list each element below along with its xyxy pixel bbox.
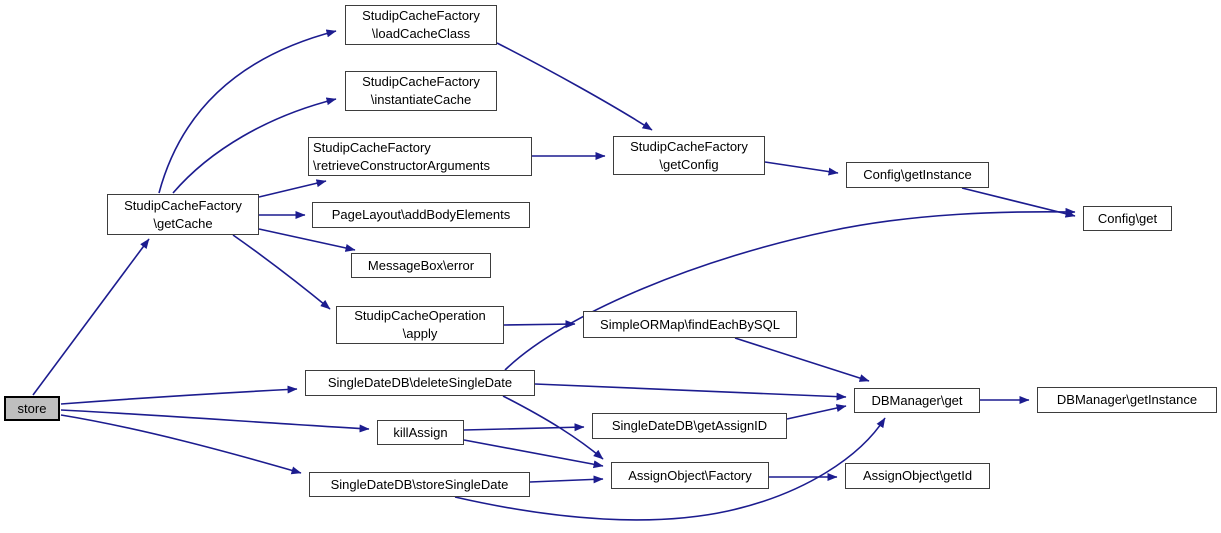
node-retrieve-constructor-arguments[interactable]: StudipCacheFactory \retrieveConstructorA… xyxy=(308,137,532,176)
node-kill-assign[interactable]: killAssign xyxy=(377,420,464,445)
node-delete-single-date[interactable]: SingleDateDB\deleteSingleDate xyxy=(305,370,535,396)
edge-get-cache-to-retrieve-constructor-arguments xyxy=(258,179,327,198)
edge-store-single-date-to-assign-factory xyxy=(529,475,604,484)
edge-load-cache-class-to-get-config xyxy=(496,42,653,131)
node-store: store xyxy=(4,396,60,421)
edge-store-to-store-single-date xyxy=(60,414,302,475)
edge-kill-assign-to-assign-factory xyxy=(463,439,604,469)
node-get-assign-id[interactable]: SingleDateDB\getAssignID xyxy=(592,413,787,439)
edge-get-config-to-config-get-instance xyxy=(764,161,839,176)
node-db-get[interactable]: DBManager\get xyxy=(854,388,980,413)
edge-store-single-date-to-db-get xyxy=(454,417,886,521)
node-add-body-elements[interactable]: PageLayout\addBodyElements xyxy=(312,202,530,228)
edge-delete-single-date-to-config-get xyxy=(504,207,1076,371)
node-assign-factory[interactable]: AssignObject\Factory xyxy=(611,462,769,489)
node-config-get[interactable]: Config\get xyxy=(1083,206,1172,231)
edge-get-cache-to-message-box-error xyxy=(258,228,356,252)
node-find-each-by-sql[interactable]: SimpleORMap\findEachBySQL xyxy=(583,311,797,338)
edge-delete-single-date-to-assign-factory xyxy=(502,395,604,460)
node-apply[interactable]: StudipCacheOperation \apply xyxy=(336,306,504,344)
node-load-cache-class[interactable]: StudipCacheFactory \loadCacheClass xyxy=(345,5,497,45)
node-store-single-date[interactable]: SingleDateDB\storeSingleDate xyxy=(309,472,530,497)
node-message-box-error[interactable]: MessageBox\error xyxy=(351,253,491,278)
edge-apply-to-find-each-by-sql xyxy=(503,320,576,329)
node-get-config[interactable]: StudipCacheFactory \getConfig xyxy=(613,136,765,175)
edge-store-to-delete-single-date xyxy=(60,385,298,405)
edge-find-each-by-sql-to-db-get xyxy=(734,337,870,382)
edge-kill-assign-to-get-assign-id xyxy=(463,423,585,432)
node-config-get-instance[interactable]: Config\getInstance xyxy=(846,162,989,188)
edge-get-cache-to-load-cache-class xyxy=(158,29,337,194)
edge-get-cache-to-instantiate-cache xyxy=(172,97,337,194)
edge-get-cache-to-apply xyxy=(232,234,331,310)
edge-store-to-get-cache xyxy=(32,238,150,396)
node-assign-get-id[interactable]: AssignObject\getId xyxy=(845,463,990,489)
edge-group xyxy=(32,29,1076,521)
node-get-cache[interactable]: StudipCacheFactory \getCache xyxy=(107,194,259,235)
node-instantiate-cache[interactable]: StudipCacheFactory \instantiateCache xyxy=(345,71,497,111)
edge-store-to-kill-assign xyxy=(60,409,370,433)
edge-delete-single-date-to-db-get xyxy=(534,383,847,401)
edge-get-assign-id-to-db-get xyxy=(786,404,847,420)
node-db-get-instance[interactable]: DBManager\getInstance xyxy=(1037,387,1217,413)
